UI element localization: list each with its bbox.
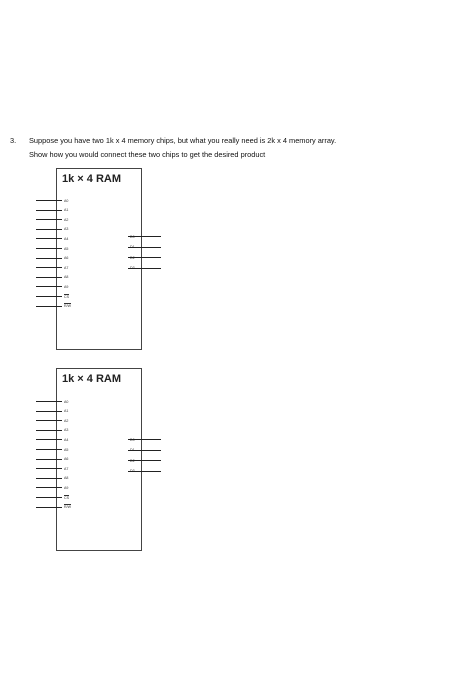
- pin-line-a6: [36, 257, 62, 259]
- pin-line-a0: [36, 200, 62, 201]
- pin-label-a0: A0: [64, 399, 69, 404]
- pin-label-cs: CS: [64, 294, 69, 299]
- pin-label-a3: A3: [64, 227, 69, 232]
- pin-line-d2: [128, 257, 161, 258]
- question-text: Suppose you have two 1k x 4 memory chips…: [29, 134, 446, 162]
- pin-label-a4: A4: [64, 437, 69, 442]
- pin-line-a8: [36, 477, 62, 479]
- pin-line-a5: [36, 449, 62, 450]
- pin-label-a1: A1: [64, 208, 69, 213]
- pin-line-r-w: [36, 506, 62, 508]
- pin-line-a3: [36, 429, 62, 431]
- pin-label-a0: A0: [64, 198, 69, 203]
- pin-line-a1: [36, 410, 62, 412]
- pin-label-a5: A5: [64, 246, 69, 251]
- pin-line-d1: [128, 449, 161, 451]
- pin-line-d3: [128, 267, 161, 269]
- pin-label-a4: A4: [64, 236, 69, 241]
- pin-line-d0: [128, 236, 161, 237]
- question-line-1: Suppose you have two 1k x 4 memory chips…: [29, 136, 337, 145]
- pin-line-d2: [128, 460, 161, 461]
- pin-line-d3: [128, 470, 161, 472]
- pin-label-a6: A6: [64, 457, 69, 462]
- pin-line-a6: [36, 458, 62, 460]
- pin-label-a9: A9: [64, 485, 69, 490]
- pin-label-a8: A8: [64, 275, 69, 280]
- pin-line-d1: [128, 246, 161, 248]
- pin-line-a9: [36, 487, 62, 489]
- pin-label-a6: A6: [64, 256, 69, 261]
- pin-label-cs: CS: [64, 495, 69, 500]
- pin-line-d0: [128, 439, 161, 440]
- pin-line-a8: [36, 276, 62, 278]
- pin-label-a2: A2: [64, 418, 69, 423]
- pin-line-a2: [36, 420, 62, 422]
- pin-line-a5: [36, 248, 62, 249]
- pin-line-a1: [36, 209, 62, 211]
- question-number: 3.: [10, 136, 17, 145]
- pin-label-r-w: R/W: [64, 304, 71, 309]
- pin-line-a0: [36, 401, 62, 402]
- pin-label-a1: A1: [64, 409, 69, 414]
- pin-line-a4: [36, 439, 62, 441]
- pin-line-a7: [36, 468, 62, 470]
- pin-line-a4: [36, 238, 62, 240]
- pin-label-a9: A9: [64, 284, 69, 289]
- pin-line-a7: [36, 267, 62, 269]
- pin-line-cs: [36, 296, 62, 297]
- question-line-2: Show how you would connect these two chi…: [29, 150, 266, 159]
- pin-line-a2: [36, 219, 62, 221]
- pin-label-a8: A8: [64, 476, 69, 481]
- chip-title: 1k × 4 RAM: [62, 373, 121, 385]
- pin-line-a9: [36, 286, 62, 288]
- ram-chip-1: 1k × 4 RAM A0A1A2A3A4A5A6A7A8A9CSR/WD0D1…: [56, 168, 142, 350]
- chip-title: 1k × 4 RAM: [62, 173, 121, 185]
- pin-line-a3: [36, 228, 62, 230]
- pin-label-a5: A5: [64, 447, 69, 452]
- pin-line-cs: [36, 497, 62, 498]
- pin-label-a2: A2: [64, 217, 69, 222]
- pin-label-r-w: R/W: [64, 505, 71, 510]
- pin-label-a7: A7: [64, 265, 69, 270]
- pin-label-a7: A7: [64, 466, 69, 471]
- pin-line-r-w: [36, 305, 62, 307]
- pin-label-a3: A3: [64, 428, 69, 433]
